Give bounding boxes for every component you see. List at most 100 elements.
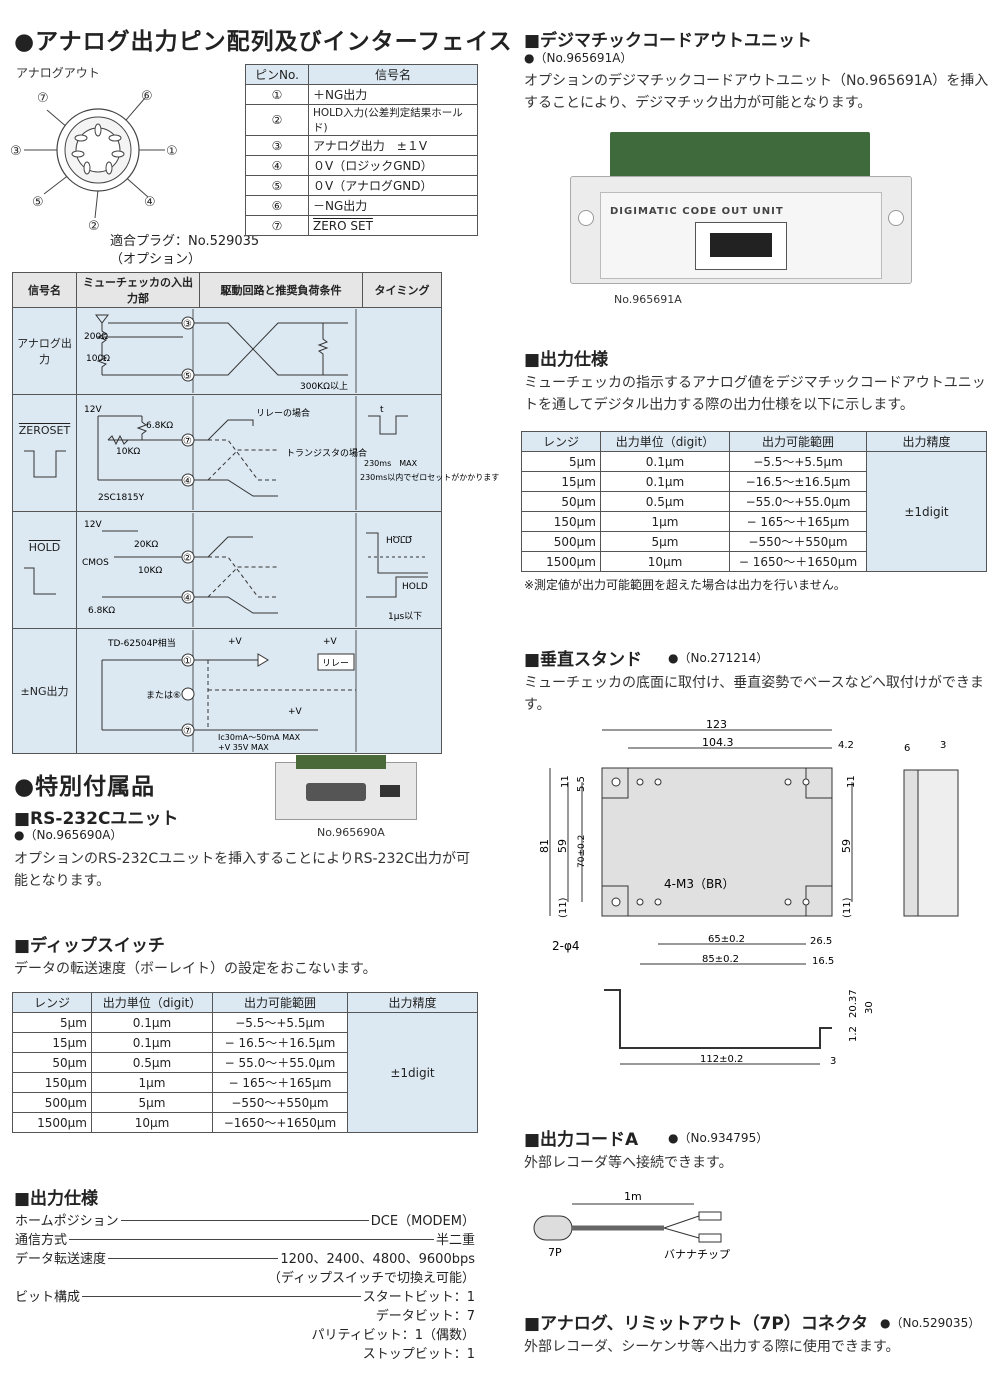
svg-text:81: 81 <box>538 839 551 853</box>
rs232-description: オプションのRS-232Cユニットを挿入することによりRS-232C出力が可能と… <box>14 851 471 889</box>
svg-text:HOLD: HOLD <box>386 536 412 546</box>
svg-text:6.8KΩ: 6.8KΩ <box>88 606 115 616</box>
svg-text:11: 11 <box>560 775 571 788</box>
svg-text:1m: 1m <box>624 1190 642 1203</box>
signal-interface-table: 信号名 ミューチェッカの入出力部 駆動回路と推奨負荷条件 タイミング アナログ出… <box>12 272 499 754</box>
sig-col-name: 信号名 <box>12 272 77 308</box>
spec-row: パリティビット：1（偶数） <box>15 1324 475 1343</box>
pin-signal: ZERO SET <box>308 215 478 236</box>
rs232-unit-image <box>275 755 417 820</box>
svg-text:(11): (11) <box>558 897 569 918</box>
output-spec2-title: ■出力仕様 <box>524 350 609 370</box>
svg-text:①: ① <box>183 656 192 667</box>
stand-description: ミューチェッカの底面に取付け、垂直姿勢でベースなどへ取付けができます。 <box>524 675 984 713</box>
pin-signal: －NG出力 <box>308 195 478 216</box>
spec-row: ビット構成スタートビット：1 <box>15 1286 475 1305</box>
svg-text:3: 3 <box>830 1056 836 1067</box>
svg-text:CMOS: CMOS <box>82 558 109 568</box>
output-note: ※測定値が出力可能範囲を超えた場合は出力を行いません。 <box>524 578 846 592</box>
plug-option: （オプション） <box>110 252 202 267</box>
svg-text:11: 11 <box>846 775 857 788</box>
svg-text:104.3: 104.3 <box>702 736 734 749</box>
sig-analog: アナログ出力 <box>12 307 77 395</box>
svg-text:または⑥: または⑥ <box>146 690 181 701</box>
pin-signal: HOLD入力(公差判定結果ホールド) <box>308 104 478 136</box>
cord-drawing: 1m 7P バナナチップ <box>533 1190 730 1261</box>
svg-text:+V 35V MAX: +V 35V MAX <box>218 743 269 752</box>
dip-accuracy: ±1digit <box>347 1012 478 1133</box>
svg-text:100Ω: 100Ω <box>86 354 110 364</box>
zeroset-circuit: 12V 6.8KΩ 10KΩ ⑦ ④ 2SC1815Y リレーの場合 <box>76 394 499 512</box>
signal-header: 信号名 <box>308 64 478 85</box>
cord-part-no: ●（No.934795） <box>668 1131 769 1145</box>
connector-title: ■アナログ、リミットアウト（7P）コネクタ <box>524 1314 869 1334</box>
svg-text:12V: 12V <box>84 405 102 415</box>
dip-switch-title: ■ディップスイッチ <box>14 936 165 956</box>
pin-2: ② <box>88 219 100 234</box>
svg-text:リレー: リレー <box>322 659 349 669</box>
digimatic-unit-label: DIGIMATIC CODE OUT UNIT <box>610 206 784 217</box>
pin-5: ⑤ <box>32 195 44 210</box>
svg-text:1μs以下: 1μs以下 <box>388 612 422 622</box>
sig-col-drive: 駆動回路と推奨負荷条件 <box>199 272 363 308</box>
pin-header: ピンNo. <box>245 64 309 85</box>
svg-text:6.8KΩ: 6.8KΩ <box>146 421 173 431</box>
digimatic-title: ■デジマチックコードアウトユニット <box>524 31 813 51</box>
svg-text:10KΩ: 10KΩ <box>116 447 140 457</box>
svg-text:t: t <box>380 405 384 415</box>
svg-text:7P: 7P <box>548 1246 562 1259</box>
digimatic-description: オプションのデジマチックコードアウトユニット（No.965691A）を挿入するこ… <box>524 73 989 111</box>
digimatic-unit-image: DIGIMATIC CODE OUT UNIT <box>570 132 912 284</box>
analog-section-title: ●アナログ出力ピン配列及びインターフェイス <box>14 29 513 55</box>
sig-hold: HOLD <box>12 511 77 629</box>
svg-text:3: 3 <box>940 740 946 751</box>
svg-text:59: 59 <box>556 839 569 853</box>
cord-title: ■出力コードA <box>524 1130 639 1150</box>
svg-text:HOLD: HOLD <box>402 582 428 592</box>
svg-text:+V: +V <box>288 707 303 717</box>
svg-text:200Ω: 200Ω <box>84 332 108 342</box>
svg-text:(11): (11) <box>842 897 853 918</box>
svg-text:10KΩ: 10KΩ <box>138 566 162 576</box>
svg-text:2SC1815Y: 2SC1815Y <box>98 493 145 503</box>
svg-text:30: 30 <box>864 1001 875 1014</box>
svg-text:20KΩ: 20KΩ <box>134 540 158 550</box>
pin-4: ④ <box>144 195 156 210</box>
svg-text:1.2: 1.2 <box>848 1026 859 1042</box>
svg-text:バナナチップ: バナナチップ <box>664 1248 730 1261</box>
digimatic-image-label: No.965691A <box>614 293 682 306</box>
dip-switch-description: データの転送速度（ボーレイト）の設定をおこないます。 <box>14 961 377 977</box>
svg-text:トランジスタの場合: トランジスタの場合 <box>286 447 367 459</box>
svg-text:③: ③ <box>183 319 192 330</box>
stand-part-no: ●（No.271214） <box>668 651 769 665</box>
svg-text:59: 59 <box>840 839 853 853</box>
sig-col-io: ミューチェッカの入出力部 <box>76 272 200 308</box>
pin-signal: ＋NG出力 <box>308 84 478 105</box>
hold-circuit: 12V 20KΩ CMOS 10KΩ 6.8KΩ ② ④ HOLD <box>76 511 442 629</box>
svg-text:230ms MAX: 230ms MAX <box>364 459 418 468</box>
sig-zeroset: ZEROSET <box>12 394 77 512</box>
svg-text:4.2: 4.2 <box>838 740 854 751</box>
connector-description: 外部レコーダ、シーケンサ等へ出力する際に使用できます。 <box>524 1339 900 1355</box>
sig-ng: ±NG出力 <box>12 628 77 754</box>
output-spec-title: ■出力仕様 <box>14 1189 99 1209</box>
svg-text:85±0.2: 85±0.2 <box>702 954 739 965</box>
svg-text:④: ④ <box>183 476 192 487</box>
digimatic-part-no: ●（No.965691A） <box>524 51 633 65</box>
output-spec2-description: ミューチェッカの指示するアナログ値をデジマチックコードアウトユニットを通してデジ… <box>524 375 986 413</box>
connector-part-no: ●（No.529035） <box>880 1316 981 1330</box>
svg-text:112±0.2: 112±0.2 <box>700 1054 743 1065</box>
rs232-part-no: ●（No.965690A） <box>14 828 123 842</box>
svg-text:⑤: ⑤ <box>183 371 192 382</box>
svg-text:②: ② <box>183 553 192 564</box>
svg-text:④: ④ <box>183 593 192 604</box>
sig-col-timing: タイミング <box>362 272 442 308</box>
cord-description: 外部レコーダ等へ接続できます。 <box>524 1155 733 1171</box>
spec-row: （ディップスイッチで切換え可能） <box>15 1267 475 1286</box>
spec-row: ストップビット：1 <box>15 1343 475 1362</box>
svg-text:5.5: 5.5 <box>576 776 587 792</box>
ng-circuit: TD-62504P相当 ① または⑥ ⑦ +V +V リレー +V <box>76 628 442 754</box>
